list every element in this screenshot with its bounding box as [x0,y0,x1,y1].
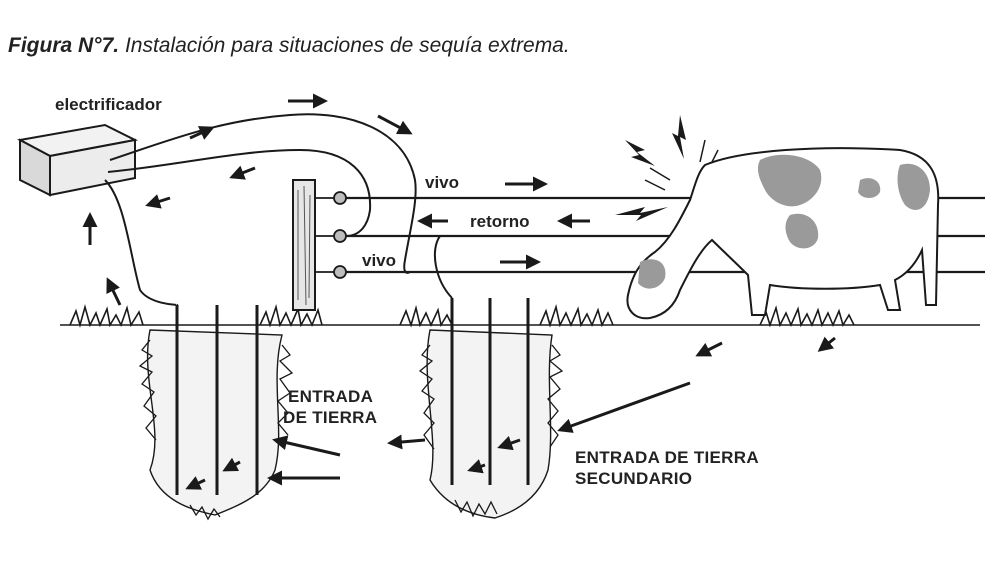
electrifier-cables [104,113,453,306]
live-wire-label-top: vivo [425,173,459,192]
figure-title: Instalación para situaciones de sequía e… [124,34,570,57]
figure-caption: Figura N°7. Instalación para situaciones… [8,34,570,58]
fence-post [292,179,316,311]
secondary-ground-label-line2: SECUNDARIO [575,469,692,488]
ground-grass [60,304,980,328]
ground-hole-left [138,329,294,521]
electrifier-box [16,123,139,197]
live-wire-label-bottom: vivo [362,251,396,270]
ground-entry-label-line2: DE TIERRA [283,408,377,427]
cow [626,147,940,320]
ground-entry-label-line1: ENTRADA [288,387,373,406]
return-wire-label: retorno [470,212,530,231]
ground-rods-right [450,298,530,485]
figure-number: Figura N°7. [8,34,120,57]
shock-bolts [615,115,686,221]
insulators [315,191,347,279]
secondary-ground-label-line1: ENTRADA DE TIERRA [575,448,759,467]
electrifier-label: electrificador [55,95,162,114]
ground-rods-left [175,305,259,495]
current-flow-arrows [82,93,836,490]
